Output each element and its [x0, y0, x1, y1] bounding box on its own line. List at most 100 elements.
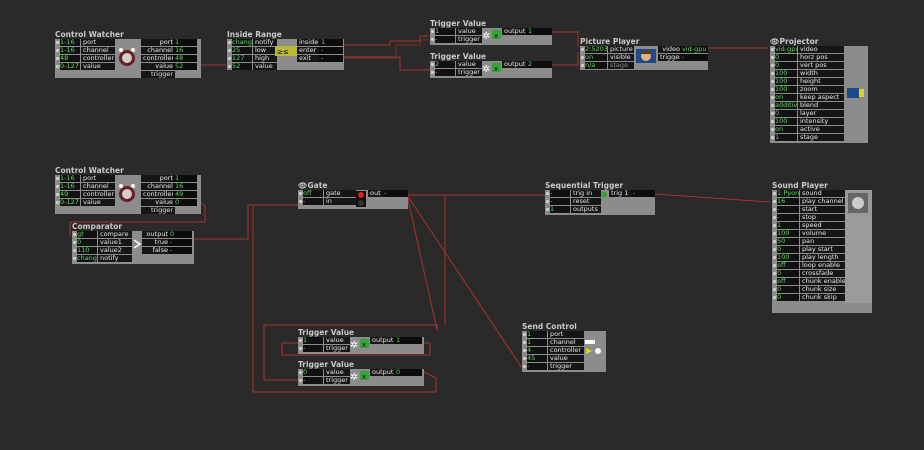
input-port-dot[interactable] [228, 49, 231, 52]
input-port-dot[interactable] [299, 379, 302, 382]
input-value[interactable]: on [775, 94, 797, 101]
input-port-dot[interactable] [581, 64, 584, 67]
input-value[interactable]: - [777, 206, 799, 213]
input-port-dot[interactable] [73, 249, 76, 252]
input-port-dot[interactable] [73, 257, 76, 260]
input-port-dot[interactable] [771, 112, 774, 115]
input-value[interactable]: n/a [585, 62, 607, 69]
input-port-dot[interactable] [56, 57, 59, 60]
input-port-dot[interactable] [73, 241, 76, 244]
input-value[interactable]: - [550, 198, 570, 205]
input-port-dot[interactable] [581, 48, 584, 51]
input-port-dot[interactable] [771, 104, 774, 107]
input-port-dot[interactable] [581, 56, 584, 59]
input-value[interactable]: - [303, 377, 323, 384]
input-port-dot[interactable] [773, 296, 776, 299]
input-value[interactable]: 1 [435, 28, 455, 35]
input-value[interactable]: 1:Pyon [777, 190, 799, 197]
input-value[interactable]: 50 [777, 238, 799, 245]
input-port-dot[interactable] [771, 64, 774, 67]
input-value[interactable]: 0 [777, 270, 799, 277]
input-value[interactable]: 110 [77, 247, 97, 254]
input-value[interactable]: 1-16 [60, 175, 80, 182]
input-port-dot[interactable] [773, 288, 776, 291]
input-port-dot[interactable] [773, 216, 776, 219]
input-port-dot[interactable] [773, 208, 776, 211]
input-value[interactable]: vid-gpu [775, 46, 797, 53]
input-port-dot[interactable] [773, 256, 776, 259]
input-value[interactable]: on [585, 54, 607, 61]
input-port-dot[interactable] [523, 349, 526, 352]
input-port-dot[interactable] [546, 192, 549, 195]
input-port-dot[interactable] [523, 333, 526, 336]
input-value[interactable]: 4 [527, 347, 547, 354]
input-port-dot[interactable] [299, 192, 302, 195]
input-value[interactable]: 16 [777, 198, 799, 205]
input-value[interactable]: 100 [775, 78, 797, 85]
input-port-dot[interactable] [771, 120, 774, 123]
input-value[interactable]: 1-16 [60, 183, 80, 190]
input-port-dot[interactable] [773, 224, 776, 227]
input-value[interactable]: - [550, 190, 570, 197]
input-value[interactable]: - [303, 198, 323, 205]
input-port-dot[interactable] [771, 128, 774, 131]
input-port-dot[interactable] [431, 30, 434, 33]
input-port-dot[interactable] [546, 200, 549, 203]
input-value[interactable]: additive [775, 102, 797, 109]
input-port-dot[interactable] [771, 56, 774, 59]
input-value[interactable]: 49 [60, 191, 80, 198]
input-port-dot[interactable] [771, 88, 774, 91]
input-value[interactable]: - [303, 345, 323, 352]
input-port-dot[interactable] [56, 41, 59, 44]
input-port-dot[interactable] [56, 201, 59, 204]
input-port-dot[interactable] [73, 233, 76, 236]
input-value[interactable]: 1 [775, 134, 797, 141]
input-value[interactable]: 1 [527, 331, 547, 338]
input-port-dot[interactable] [228, 57, 231, 60]
input-port-dot[interactable] [546, 208, 549, 211]
input-value[interactable]: 52 [232, 63, 252, 70]
input-port-dot[interactable] [431, 63, 434, 66]
input-port-dot[interactable] [523, 341, 526, 344]
input-value[interactable]: change [77, 255, 97, 262]
input-value[interactable]: 1 [550, 206, 570, 213]
input-value[interactable]: - [435, 36, 455, 43]
input-value[interactable]: 0 [303, 369, 323, 376]
input-port-dot[interactable] [773, 280, 776, 283]
input-value[interactable]: 100 [775, 86, 797, 93]
input-value[interactable]: 48 [60, 55, 80, 62]
input-value[interactable]: 1 [777, 222, 799, 229]
input-port-dot[interactable] [431, 71, 434, 74]
input-value[interactable]: 100 [777, 230, 799, 237]
input-port-dot[interactable] [56, 177, 59, 180]
input-value[interactable]: 0 [777, 246, 799, 253]
input-value[interactable]: 45 [527, 355, 547, 362]
input-port-dot[interactable] [299, 347, 302, 350]
input-value[interactable]: 0 [775, 54, 797, 61]
input-port-dot[interactable] [56, 49, 59, 52]
input-value[interactable]: 0 [77, 239, 97, 246]
input-value[interactable]: 0 [777, 294, 799, 301]
input-value[interactable]: gt [77, 231, 97, 238]
input-value[interactable]: 2:5203 [585, 46, 607, 53]
input-port-dot[interactable] [771, 48, 774, 51]
input-port-dot[interactable] [773, 264, 776, 267]
input-port-dot[interactable] [523, 365, 526, 368]
input-port-dot[interactable] [228, 41, 231, 44]
input-port-dot[interactable] [771, 72, 774, 75]
input-value[interactable]: change [232, 39, 252, 46]
input-port-dot[interactable] [299, 371, 302, 374]
input-value[interactable]: 1-16 [60, 39, 80, 46]
input-value[interactable]: 100 [777, 254, 799, 261]
